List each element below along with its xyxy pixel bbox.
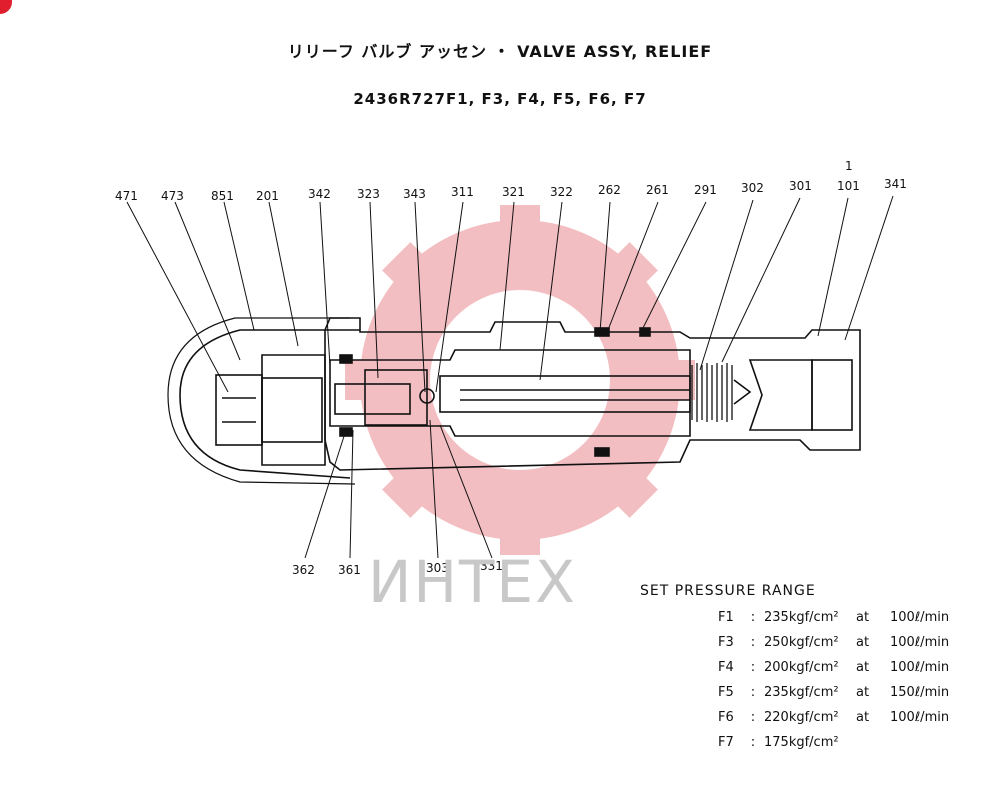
part-label: 342 [308, 187, 331, 201]
spec-flow: 100ℓ/min [890, 610, 950, 625]
spec-code: F3 [718, 635, 734, 650]
part-label: 262 [598, 183, 621, 197]
part-label: 362 [292, 563, 315, 577]
part-label: 301 [789, 179, 812, 193]
page-title: リリーフ バルブ アッセン ・ VALVE ASSY, RELIEF [287, 42, 713, 61]
spec-at: at [856, 610, 870, 625]
valve-body [167, 317, 861, 485]
leader-lines [126, 195, 894, 559]
part-label: 261 [646, 183, 669, 197]
spec-pressure: 220kgf/cm² [764, 710, 839, 725]
part-label: 311 [451, 185, 474, 199]
part-label: 291 [694, 183, 717, 197]
spec-flow: 100ℓ/min [890, 710, 950, 725]
spec-pressure: 175kgf/cm² [764, 735, 839, 750]
spec-pressure: 250kgf/cm² [764, 635, 839, 650]
part-label: 303 [426, 561, 449, 575]
part-label: 201 [256, 189, 279, 203]
cap-wire [167, 317, 356, 485]
main-piston [439, 375, 691, 413]
spec-pressure: 200kgf/cm² [764, 660, 839, 675]
spec-row: F3: 250kgf/cm² at 100ℓ/min [640, 630, 995, 655]
plug [748, 359, 813, 431]
spec-flow: 150ℓ/min [890, 685, 950, 700]
spec-flow: 100ℓ/min [890, 660, 950, 675]
adjust-nut [261, 354, 326, 466]
part-label: 341 [884, 177, 907, 191]
spec-code: F6 [718, 710, 734, 725]
pressure-spec: SET PRESSURE RANGE F1: 235kgf/cm² at 100… [640, 583, 995, 755]
spec-colon: : [750, 710, 756, 725]
spec-flow: 100ℓ/min [890, 635, 950, 650]
spec-colon: : [750, 660, 756, 675]
part-label: 473 [161, 189, 184, 203]
spec-code: F4 [718, 660, 734, 675]
spec-row: F6: 220kgf/cm² at 100ℓ/min [640, 705, 995, 730]
part-label: 851 [211, 189, 234, 203]
top-labels: 471 473 851 201 342 323 343 311 321 322 … [115, 159, 907, 203]
part-label: 471 [115, 189, 138, 203]
lock-nut [215, 374, 263, 446]
part-label: 101 [837, 179, 860, 193]
poppet [334, 383, 411, 415]
spec-at: at [856, 660, 870, 675]
part-label: 322 [550, 185, 573, 199]
spec-code: F1 [718, 610, 734, 625]
model-number: 2436R727F1, F3, F4, F5, F6, F7 [353, 90, 647, 108]
spec-code: F7 [718, 735, 734, 750]
part-label: 331 [480, 559, 503, 573]
cap-outline [179, 329, 360, 479]
spec-at: at [856, 685, 870, 700]
spec-at: at [856, 710, 870, 725]
spec-at: at [856, 635, 870, 650]
spec-pressure: 235kgf/cm² [764, 685, 839, 700]
spec-code: F5 [718, 685, 734, 700]
part-label: 302 [741, 181, 764, 195]
spec-row: F5: 235kgf/cm² at 150ℓ/min [640, 680, 995, 705]
spec-colon: : [750, 635, 756, 650]
watermark-text: ИНТЕХ [368, 548, 577, 616]
spec-row: F1: 235kgf/cm² at 100ℓ/min [640, 605, 995, 630]
spec-row: F7: 175kgf/cm² [640, 730, 995, 755]
spec-colon: : [750, 685, 756, 700]
part-label: 323 [357, 187, 380, 201]
part-label: 321 [502, 185, 525, 199]
bottom-labels: 362 361 303 331 [292, 559, 503, 577]
spring [691, 363, 733, 422]
part-label-extra: 1 [845, 159, 853, 173]
part-label: 361 [338, 563, 361, 577]
housing [324, 317, 861, 471]
spec-title: SET PRESSURE RANGE [640, 583, 816, 599]
gear-watermark [345, 205, 695, 555]
spec-colon: : [750, 610, 756, 625]
spec-colon: : [750, 735, 756, 750]
spec-pressure: 235kgf/cm² [764, 610, 839, 625]
spec-row: F4: 200kgf/cm² at 100ℓ/min [640, 655, 995, 680]
part-label: 343 [403, 187, 426, 201]
